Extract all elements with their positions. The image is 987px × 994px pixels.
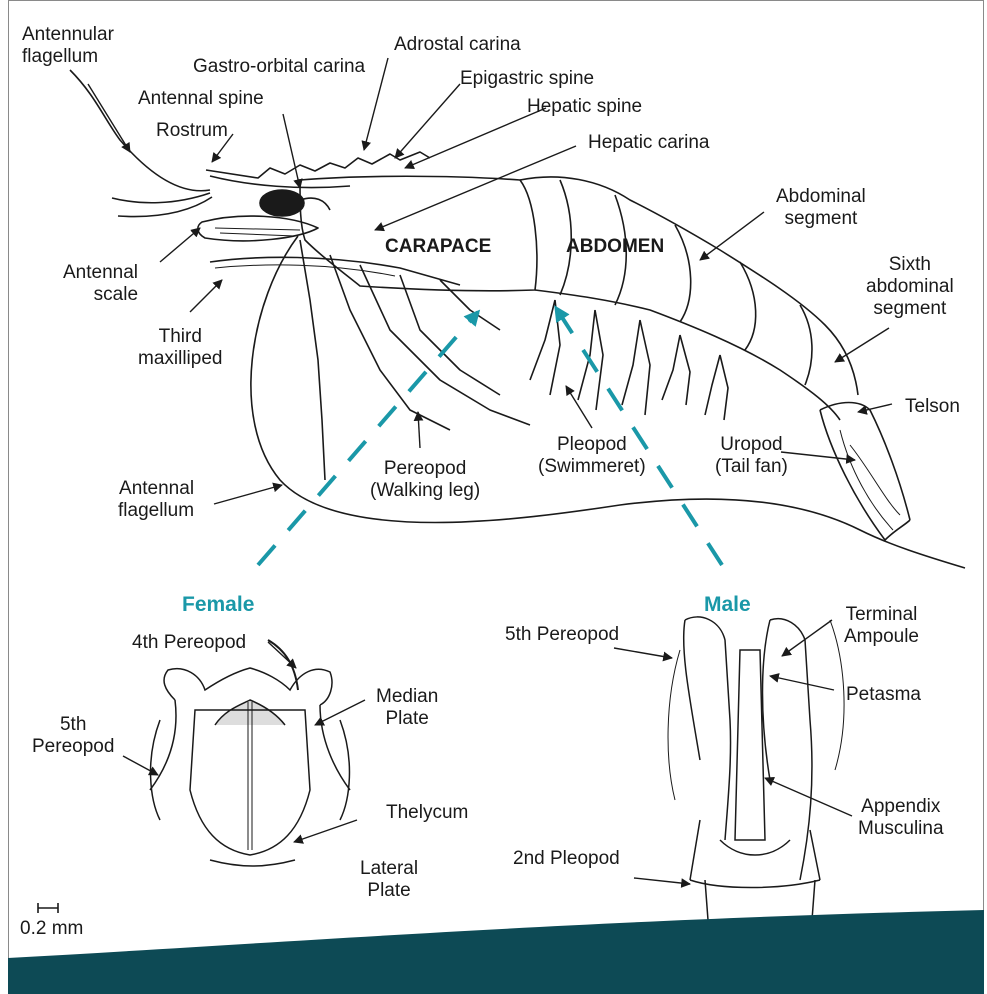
- thelycum-plate: [190, 710, 310, 855]
- label-telson: Telson: [905, 396, 960, 418]
- antennal-flagellum-line: [251, 236, 965, 568]
- label-hepatic-spine: Hepatic spine: [527, 96, 642, 118]
- male-petasma-illustration: [668, 617, 844, 920]
- label-thelycum: Thelycum: [386, 802, 468, 824]
- label-gastro-orbital-carina: Gastro-orbital carina: [193, 56, 365, 78]
- label-pleopod: Pleopod(Swimmeret): [538, 434, 646, 478]
- label-petasma: Petasma: [846, 684, 921, 706]
- teal-guide-lines: [258, 308, 722, 565]
- footer-band: [8, 910, 984, 994]
- label-male-5th-pereopod: 5th Pereopod: [505, 624, 619, 646]
- male-title: Male: [704, 594, 751, 616]
- label-antennal-spine: Antennal spine: [138, 88, 264, 110]
- female-thelycum-illustration: [150, 640, 350, 866]
- label-female-4th-pereopod: 4th Pereopod: [132, 632, 246, 654]
- label-uropod: Uropod(Tail fan): [715, 434, 788, 478]
- label-pereopod: Pereopod(Walking leg): [370, 458, 480, 502]
- label-carapace: CARAPACE: [385, 236, 491, 258]
- label-scale: 0.2 mm: [20, 918, 83, 940]
- female-title: Female: [182, 594, 254, 616]
- label-2nd-pleopod: 2nd Pleopod: [513, 848, 620, 870]
- label-hepatic-carina: Hepatic carina: [588, 132, 709, 154]
- label-abdomen: ABDOMEN: [566, 236, 664, 258]
- label-epigastric-spine: Epigastric spine: [460, 68, 594, 90]
- petasma-core: [735, 650, 765, 840]
- shrimp-illustration: [70, 70, 965, 568]
- label-adrostal-carina: Adrostal carina: [394, 34, 521, 56]
- label-rostrum: Rostrum: [156, 120, 228, 142]
